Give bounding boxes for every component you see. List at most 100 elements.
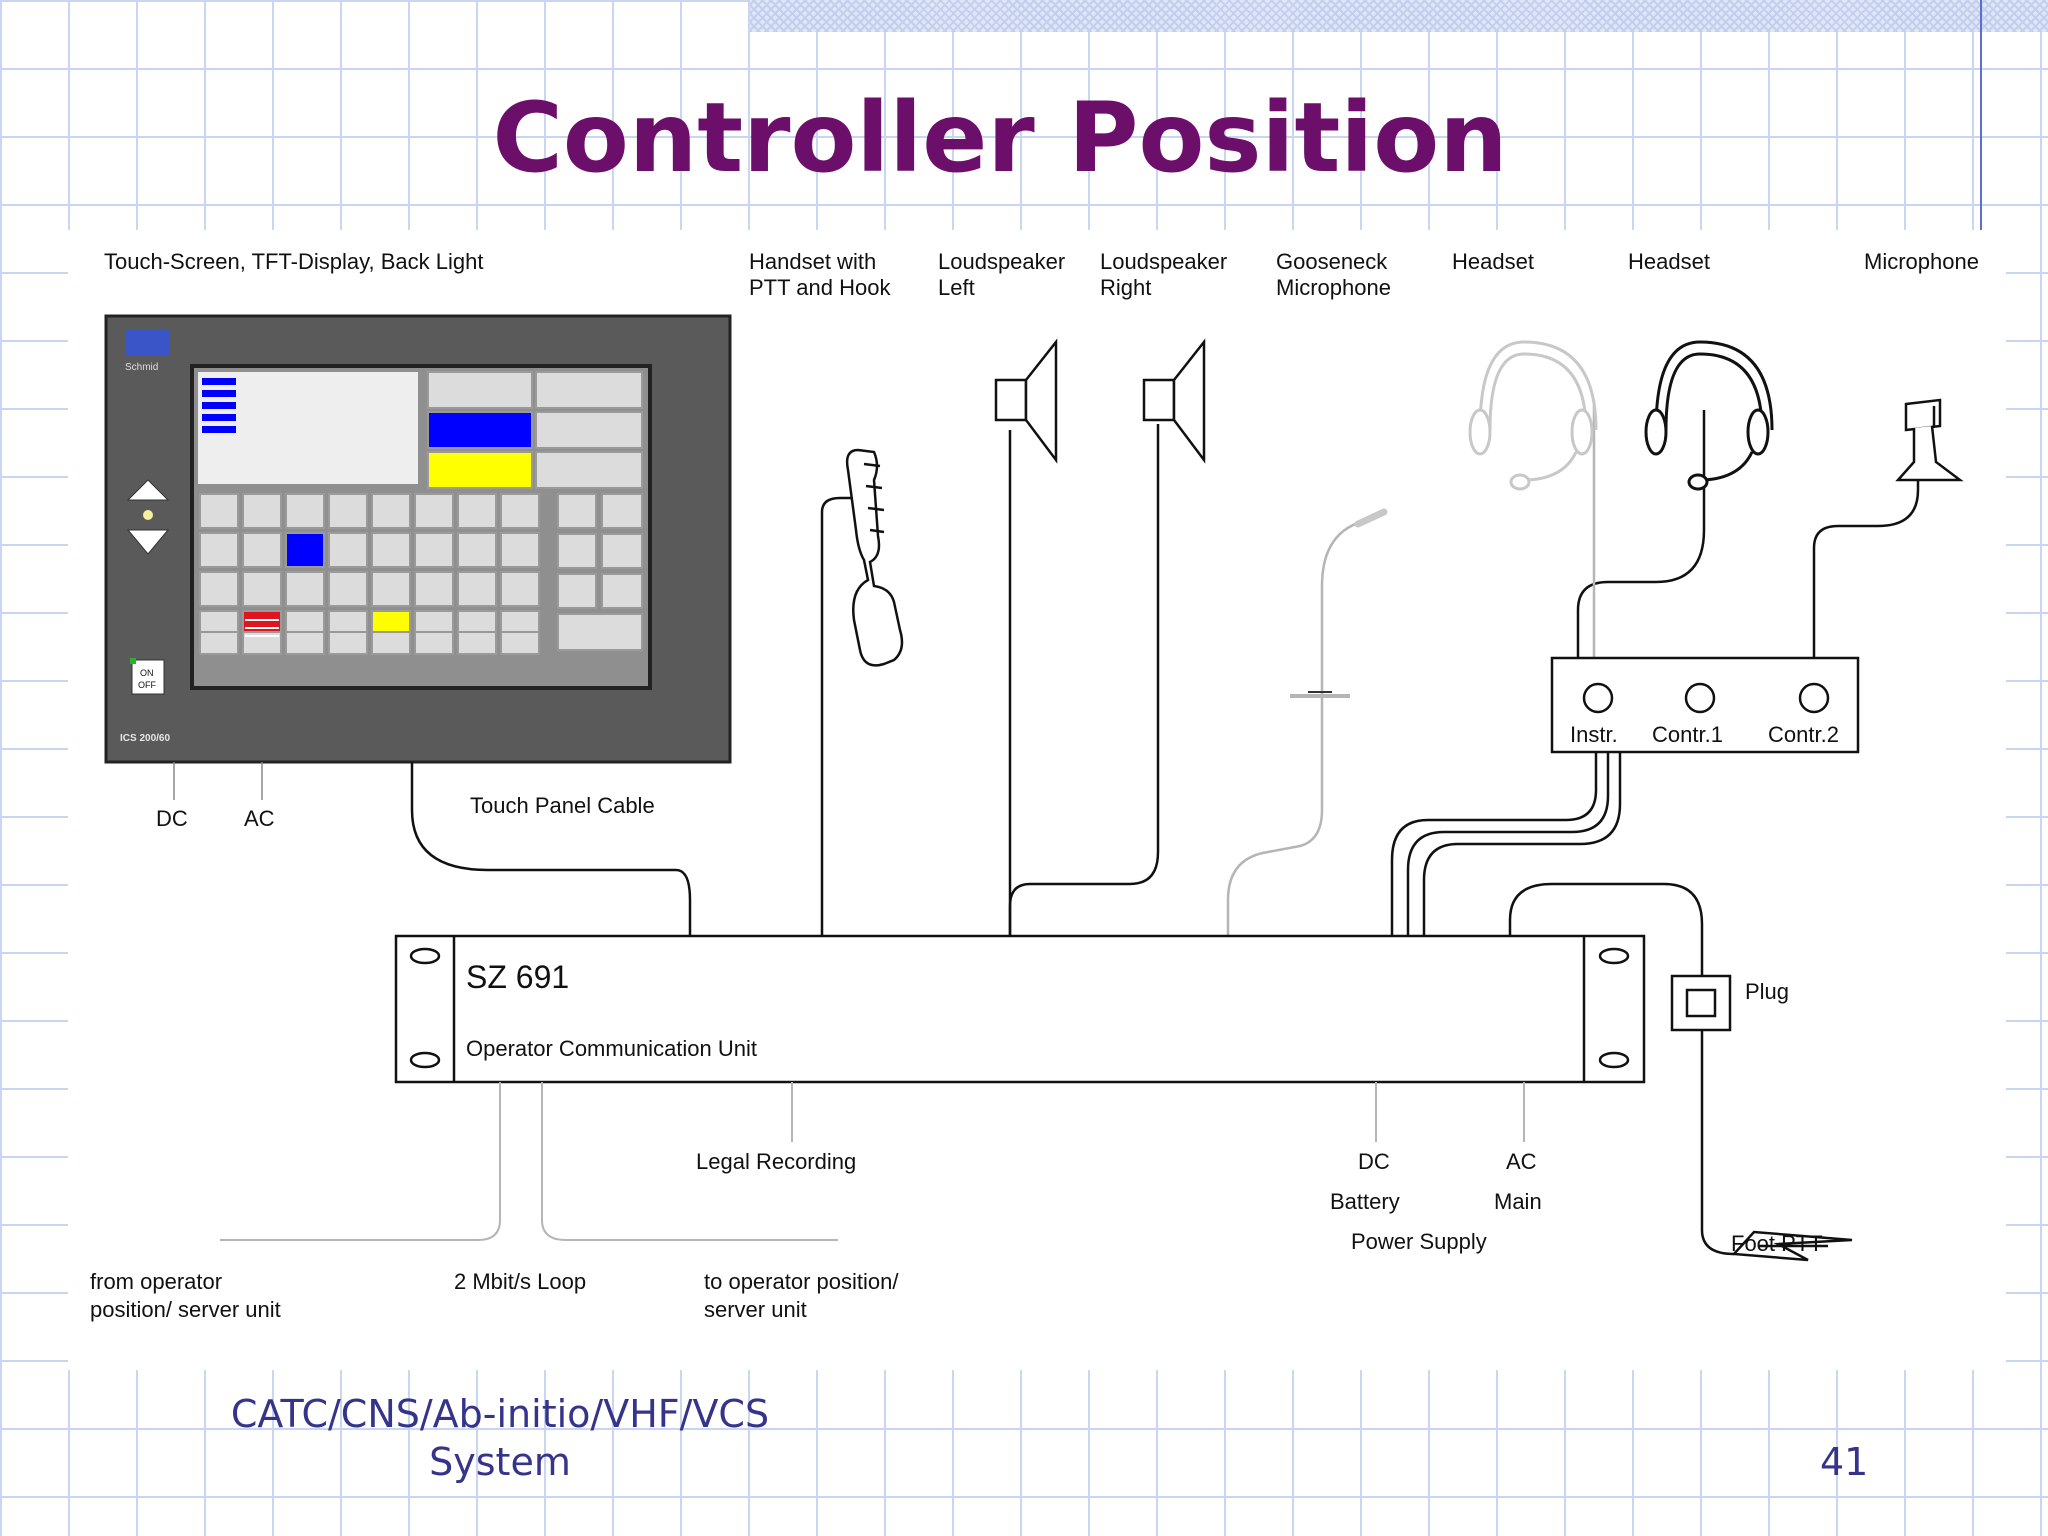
- loudspeaker-left-icon: [994, 338, 1058, 464]
- gooseneck-stem: [1226, 518, 1369, 936]
- screen-key: [371, 493, 411, 529]
- touch-panel-cable: [410, 762, 692, 936]
- slide-title: Controller Position: [492, 82, 1508, 194]
- screen-key: [285, 532, 325, 568]
- footer-course-line2: System: [429, 1440, 571, 1484]
- jack-contr1-label: Contr.1: [1652, 722, 1723, 747]
- loudspeaker-left-label-line2: Left: [938, 275, 975, 300]
- screen-key: [500, 493, 540, 529]
- touch-cable-label: Touch Panel Cable: [470, 793, 655, 818]
- panel-brand: Schmid: [125, 362, 158, 373]
- brand-logo: [126, 330, 170, 356]
- to-operator-label-line2: server unit: [704, 1297, 807, 1322]
- loudspeaker-right-icon: [1142, 338, 1206, 464]
- screen-key: [199, 571, 239, 607]
- legal-recording-label: Legal Recording: [696, 1149, 856, 1174]
- handset-cord: [820, 496, 858, 936]
- screen-key: [500, 631, 540, 655]
- jack-box: Instr. Contr.1 Contr.2: [1550, 656, 1860, 754]
- unit-dc-label: DC: [1358, 1149, 1390, 1174]
- screen-key: [242, 571, 282, 607]
- jack-cable-1: [1390, 744, 1598, 936]
- right-accent-line: [1980, 0, 1982, 230]
- faded-cables: [1226, 400, 1596, 936]
- screen-key: [414, 631, 454, 655]
- battery-label: Battery: [1330, 1189, 1400, 1214]
- jack-instr-label: Instr.: [1570, 722, 1618, 747]
- jack-cable-2: [1406, 744, 1610, 936]
- controller-position-diagram: Touch-Screen, TFT-Display, Back Light Ha…: [90, 249, 1979, 1322]
- headset-2-label: Headset: [1628, 249, 1710, 274]
- from-operator-line: [220, 1082, 501, 1241]
- screen-key-grid: [199, 493, 540, 655]
- footer-course: CATC/CNS/Ab-initio/VHF/VCS System: [200, 1390, 800, 1486]
- screen-key: [414, 532, 454, 568]
- bottom-connections: [220, 1082, 1525, 1241]
- screen-key: [414, 571, 454, 607]
- unit-ac-label: AC: [1506, 1149, 1537, 1174]
- handset-label-line2: PTT and Hook: [749, 275, 891, 300]
- loudspeaker-right-label-line2: Right: [1100, 275, 1151, 300]
- jack-contr2-icon: [1798, 682, 1830, 714]
- from-operator-label-line1: from operator: [90, 1269, 222, 1294]
- screen-key: [371, 631, 411, 655]
- jack-contr1-icon: [1684, 682, 1716, 714]
- screen-key: [285, 631, 325, 655]
- gooseneck-label-line1: Gooseneck: [1276, 249, 1388, 274]
- screen-key: [414, 493, 454, 529]
- microphone-label: Microphone: [1864, 249, 1979, 274]
- microphone-cable: [1812, 476, 1920, 666]
- screen-key: [199, 493, 239, 529]
- headset-1-label: Headset: [1452, 249, 1534, 274]
- screen-key: [242, 631, 282, 655]
- screen-key: [328, 631, 368, 655]
- handset-icon: [845, 448, 904, 667]
- from-operator-label-line2: position/ server unit: [90, 1297, 281, 1322]
- touch-screen-label: Touch-Screen, TFT-Display, Back Light: [104, 249, 483, 274]
- screen-key: [242, 532, 282, 568]
- to-operator-line: [541, 1082, 838, 1241]
- handset-label-line1: Handset with: [749, 249, 876, 274]
- screen-key: [328, 493, 368, 529]
- loudspeaker-left-label-line1: Loudspeaker: [938, 249, 1065, 274]
- touch-panel-device: Schmid ON OFF ICS 200/60: [104, 314, 732, 764]
- screen-key: [457, 631, 497, 655]
- cables: [410, 410, 1920, 1256]
- jack-instr-icon: [1582, 682, 1614, 714]
- screen-side-keys: [557, 493, 643, 651]
- screen-key: [457, 571, 497, 607]
- unit-name: SZ 691: [466, 959, 569, 995]
- screen-key: [371, 571, 411, 607]
- foot-ptt-icon: [1731, 1230, 1853, 1262]
- screen-key: [500, 571, 540, 607]
- screen-key: [285, 571, 325, 607]
- screen-key: [285, 493, 325, 529]
- loop-label: 2 Mbit/s Loop: [454, 1269, 586, 1294]
- screen-right-keys: [427, 371, 643, 489]
- sun-icon: [143, 510, 153, 520]
- sz691-unit: SZ 691 Operator Communication Unit: [394, 934, 1646, 1084]
- screen-key: [328, 571, 368, 607]
- power-supply-label: Power Supply: [1351, 1229, 1487, 1254]
- screen-key: [242, 493, 282, 529]
- diagram-panel: Touch-Screen, TFT-Display, Back Light Ha…: [68, 230, 2006, 1370]
- screen-key: [328, 532, 368, 568]
- screen-key: [199, 631, 239, 655]
- screen-key: [500, 532, 540, 568]
- unit-description: Operator Communication Unit: [466, 1036, 757, 1061]
- brightness-up-icon: [126, 479, 170, 501]
- panel-model: ICS 200/60: [120, 733, 170, 744]
- panel-dc-label: DC: [156, 806, 188, 831]
- screen-key: [199, 532, 239, 568]
- gooseneck-label-line2: Microphone: [1276, 275, 1391, 300]
- foot-ptt-cable: [1508, 882, 1735, 1256]
- power-off-text: OFF: [138, 680, 156, 690]
- screen-key: [457, 532, 497, 568]
- gooseneck-head: [1354, 508, 1388, 528]
- power-on-text: ON: [140, 668, 154, 678]
- foot-ptt-label: Foot PTT: [1731, 1231, 1823, 1256]
- loudspeaker-right-label-line1: Loudspeaker: [1100, 249, 1227, 274]
- to-operator-label-line1: to operator position/: [704, 1269, 899, 1294]
- plug: Plug: [1670, 974, 1789, 1032]
- jack-contr2-label: Contr.2: [1768, 722, 1839, 747]
